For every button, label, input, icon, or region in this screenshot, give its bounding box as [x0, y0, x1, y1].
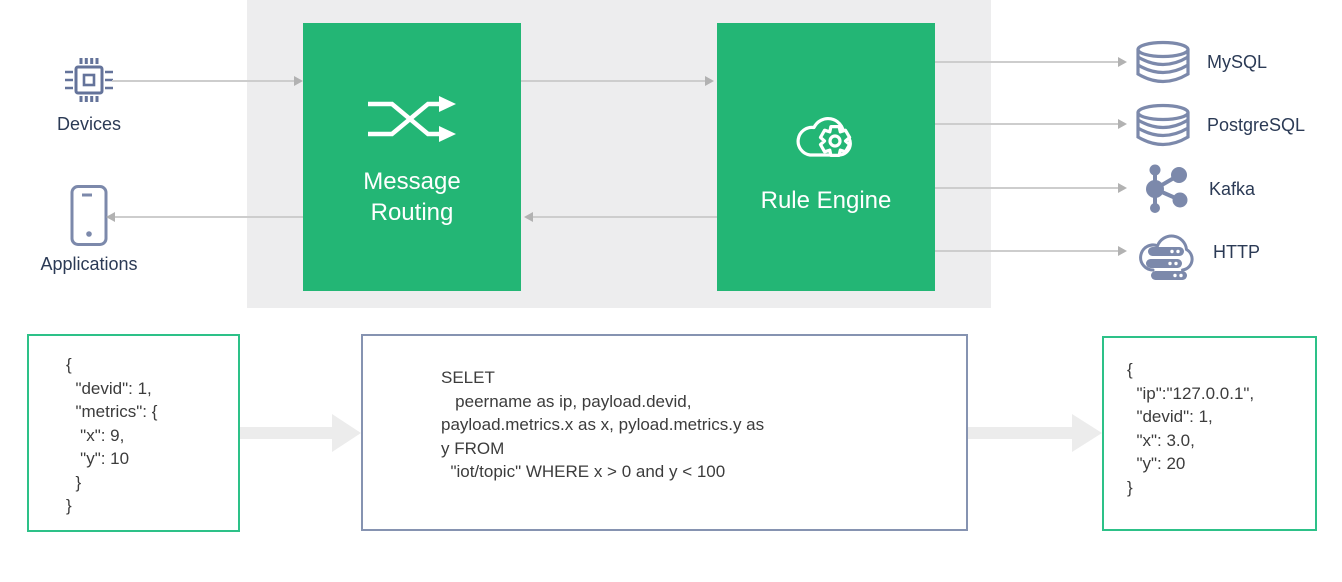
connector-to-mysql	[935, 61, 1118, 63]
connector-to-http	[935, 250, 1118, 252]
input-json-code: { "devid": 1, "metrics": { "x": 9, "y": …	[66, 355, 158, 515]
sink-row-postgresql: PostgreSQL	[1134, 103, 1305, 147]
sink-row-http: HTTP	[1134, 222, 1260, 282]
kafka-label: Kafka	[1209, 178, 1256, 199]
cloud-gear-icon	[789, 105, 863, 165]
network-nodes-icon	[1134, 162, 1194, 216]
sink-row-kafka: Kafka	[1134, 162, 1255, 216]
rule-sql-box: SELET peername as ip, payload.devid, pay…	[361, 334, 968, 531]
arrowhead-left-icon	[524, 212, 533, 222]
rule-engine-label: Rule Engine	[760, 186, 892, 214]
thick-arrow-right-icon	[968, 411, 1102, 455]
source-node-applications: Applications	[25, 184, 153, 275]
arrowhead-right-icon	[294, 76, 303, 86]
connector-devices-to-routing	[112, 80, 297, 82]
connector-rule-engine-to-routing	[533, 216, 717, 218]
database-icon	[1134, 103, 1192, 147]
connector-routing-to-rule-engine	[521, 80, 705, 82]
phone-icon	[68, 184, 110, 248]
message-routing-box: Message Routing	[303, 23, 521, 291]
postgresql-label: PostgreSQL	[1207, 114, 1306, 135]
arrowhead-left-icon	[106, 212, 115, 222]
arrowhead-right-icon	[1118, 57, 1127, 67]
input-json-box: { "devid": 1, "metrics": { "x": 9, "y": …	[27, 334, 240, 532]
chip-icon	[61, 52, 117, 108]
rule-sql-code: SELET peername as ip, payload.devid, pay…	[441, 368, 765, 481]
database-icon	[1134, 40, 1192, 84]
applications-label: Applications	[40, 254, 138, 274]
shuffle-icon	[366, 92, 458, 146]
output-json-code: { "ip":"127.0.0.1", "devid": 1, "x": 3.0…	[1127, 360, 1255, 497]
sink-row-mysql: MySQL	[1134, 40, 1267, 84]
arrowhead-right-icon	[1118, 183, 1127, 193]
message-routing-label: Message Routing	[363, 168, 461, 226]
cloud-server-icon	[1134, 222, 1198, 282]
connector-to-postgresql	[935, 123, 1118, 125]
connector-to-kafka	[935, 187, 1118, 189]
arrowhead-right-icon	[1118, 246, 1127, 256]
devices-label: Devices	[56, 114, 122, 134]
mysql-label: MySQL	[1207, 51, 1268, 72]
source-node-devices: Devices	[25, 52, 153, 135]
thick-arrow-right-icon	[240, 411, 361, 455]
connector-routing-to-applications	[115, 216, 303, 218]
arrowhead-right-icon	[705, 76, 714, 86]
output-json-box: { "ip":"127.0.0.1", "devid": 1, "x": 3.0…	[1102, 336, 1317, 531]
arrowhead-right-icon	[1118, 119, 1127, 129]
http-label: HTTP	[1213, 241, 1260, 262]
rule-engine-box: Rule Engine	[717, 23, 935, 291]
